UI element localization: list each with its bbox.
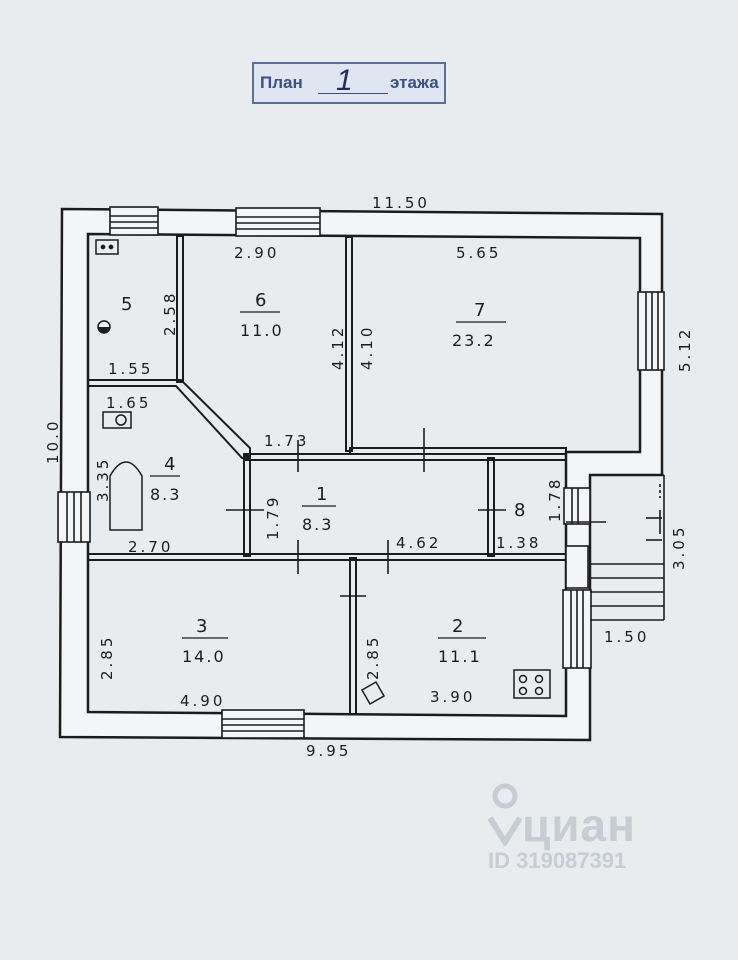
room-6-area: 11.0 [240,321,284,340]
porch [565,474,665,621]
room-8-number: 8 [514,500,525,521]
dim-room6-width: 2.90 [234,244,279,262]
dim-room8-width: 1.38 [496,534,541,552]
window-hall-right [563,487,591,525]
dim-room5-height: 2.58 [161,291,179,336]
room-5-number: 5 [121,294,132,315]
dim-overall-left: 10.0 [44,419,62,464]
interior-walls [87,235,567,715]
wall-5-6 [176,235,184,383]
dim-overall-top: 11.50 [372,194,430,212]
room-4-number: 4 [164,454,175,475]
map-pin-icon [488,783,522,846]
dim-overall-bottom: 9.95 [306,742,351,760]
watermark-brand: циан [522,799,636,851]
toilet-icon [102,411,132,429]
window-kitchen-right [562,589,592,669]
room-3-number: 3 [196,616,207,637]
window-left [57,491,91,543]
dim-room6-height: 4.12 [329,325,347,370]
dim-room4-width-top: 1.65 [106,394,151,412]
dim-porch-width: 1.50 [604,628,649,646]
room-4-area: 8.3 [150,485,181,504]
dim-room5-width: 1.55 [108,360,153,378]
dim-room1-width-bottom: 4.62 [396,534,441,552]
wall-1-8 [487,457,495,557]
wall-1-top [243,453,567,461]
floor-number: 1 [336,64,353,97]
sink-icon [360,680,386,706]
plan-title-word: План [260,73,303,92]
room-2-number: 2 [452,616,463,637]
window-top-left [109,206,159,236]
dim-room3-width: 4.90 [180,692,225,710]
room-2-area: 11.1 [438,647,482,666]
dim-room2-height: 2.85 [364,635,382,680]
room-1-number: 1 [316,484,327,505]
door-marks [226,428,606,597]
wall-5-4 [87,379,251,459]
room-7-number: 7 [474,300,485,321]
bathtub-icon [109,461,143,531]
fixtures [95,239,551,706]
window-top-middle [235,207,321,237]
room-labels: 5 6 11.0 7 23.2 4 8.3 1 8.3 8 3 14.0 2 1… [121,290,525,666]
dim-room7-width: 5.65 [456,244,501,262]
stove-icon [513,669,551,699]
dim-room4-height: 3.35 [94,457,112,502]
wall-4-1 [243,455,251,557]
window-right [637,291,665,371]
room-1-area: 8.3 [302,515,333,534]
windows [57,206,665,739]
window-bottom [221,709,305,739]
boiler-icon [95,239,119,255]
dim-room3-height: 2.85 [98,635,116,680]
plan-title-floor-word: этажа [390,73,439,92]
dim-room8-height: 1.78 [546,477,564,522]
dim-room2-width: 3.90 [430,688,475,706]
dim-room1-height: 1.79 [264,495,282,540]
room-3-area: 14.0 [182,647,226,666]
dim-overall-right-upper: 5.12 [676,327,694,372]
watermark-listing-id: ID 319087391 [488,848,627,873]
dim-overall-right-lower: 3.05 [670,525,688,570]
wall-3-2 [349,557,357,715]
plan-title-stamp: План 1 этажа [252,62,446,104]
room-7-area: 23.2 [452,331,496,350]
dim-room4-width-bottom: 2.70 [128,538,173,556]
room-6-number: 6 [255,290,266,311]
dimension-labels: 11.50 10.0 5.12 3.05 1.50 9.95 2.90 5.65… [44,194,694,760]
floor-number-underline [318,93,388,94]
dim-room7-height: 4.10 [358,325,376,370]
dim-room1-width-top: 1.73 [264,432,309,450]
